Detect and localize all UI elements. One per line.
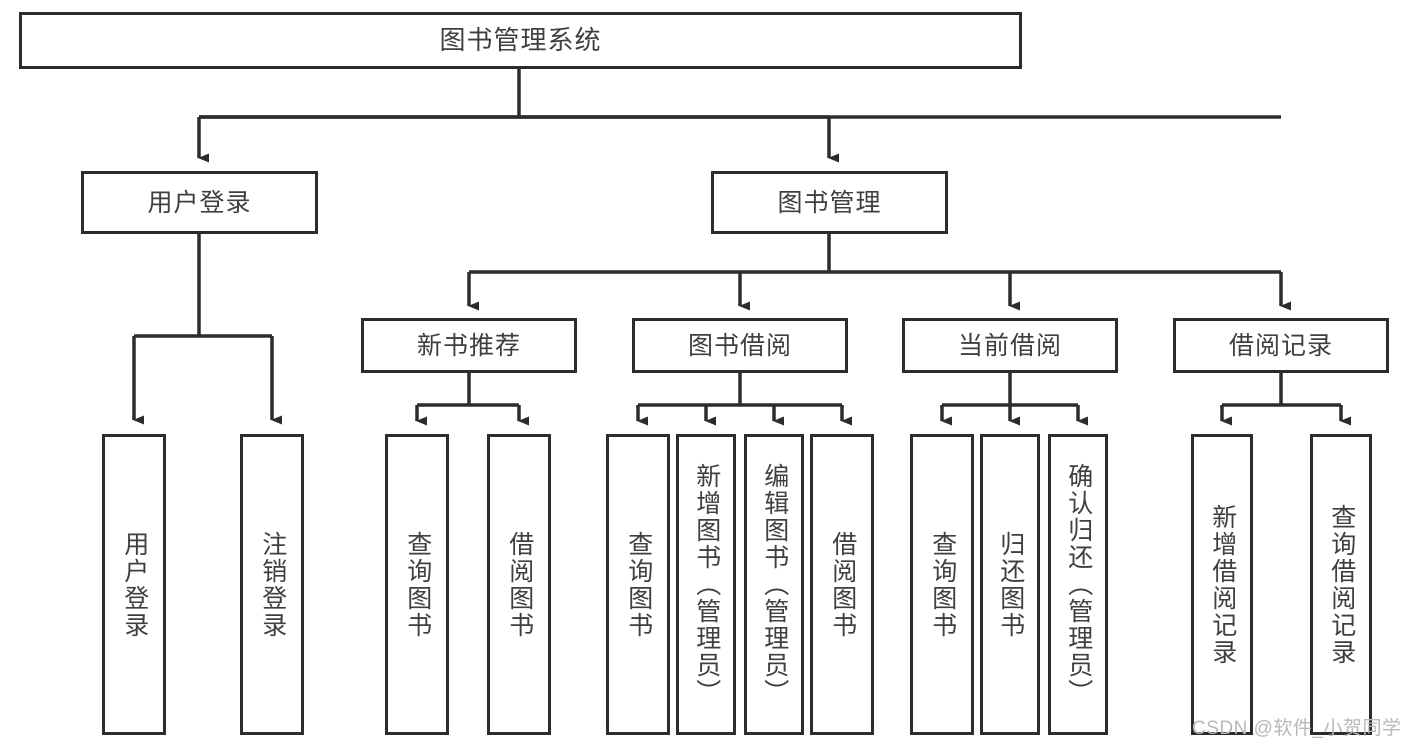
node-user-login-label: 用户登录 [147, 188, 252, 217]
node-leaf-edit-book-admin[interactable]: 编辑图书（管理员） [744, 434, 804, 735]
node-book-management[interactable]: 图书管理 [711, 171, 948, 234]
node-leaf-borrow-book-1-label: 借阅图书 [505, 530, 534, 639]
node-book-borrow-label: 图书借阅 [687, 331, 792, 360]
node-root[interactable]: 图书管理系统 [19, 12, 1022, 69]
node-current-borrow[interactable]: 当前借阅 [902, 318, 1118, 373]
node-leaf-add-borrow-record[interactable]: 新增借阅记录 [1191, 434, 1253, 735]
node-current-borrow-label: 当前借阅 [957, 331, 1062, 360]
node-book-management-label: 图书管理 [777, 188, 882, 217]
node-leaf-query-book-3[interactable]: 查询图书 [910, 434, 974, 735]
node-leaf-query-book-3-label: 查询图书 [928, 530, 957, 639]
node-borrow-record-label: 借阅记录 [1228, 331, 1333, 360]
node-leaf-query-borrow-record[interactable]: 查询借阅记录 [1310, 434, 1372, 735]
node-borrow-record[interactable]: 借阅记录 [1173, 318, 1389, 373]
node-leaf-query-borrow-record-label: 查询借阅记录 [1327, 503, 1356, 666]
node-leaf-query-book-1[interactable]: 查询图书 [385, 434, 449, 735]
node-leaf-confirm-return-admin-label: 确认归还（管理员） [1064, 463, 1093, 706]
node-book-borrow[interactable]: 图书借阅 [632, 318, 848, 373]
node-leaf-query-book-2[interactable]: 查询图书 [606, 434, 670, 735]
node-leaf-return-book[interactable]: 归还图书 [980, 434, 1040, 735]
node-leaf-borrow-book-2[interactable]: 借阅图书 [810, 434, 874, 735]
node-leaf-user-login-label: 用户登录 [120, 530, 149, 639]
node-root-label: 图书管理系统 [439, 24, 602, 55]
node-leaf-return-book-label: 归还图书 [996, 530, 1025, 639]
node-leaf-confirm-return-admin[interactable]: 确认归还（管理员） [1048, 434, 1108, 735]
node-leaf-query-book-1-label: 查询图书 [403, 530, 432, 639]
node-new-book-recommend-label: 新书推荐 [416, 331, 521, 360]
node-leaf-logout-login[interactable]: 注销登录 [240, 434, 304, 735]
node-user-login[interactable]: 用户登录 [81, 171, 318, 234]
node-leaf-query-book-2-label: 查询图书 [624, 530, 653, 639]
node-leaf-logout-login-label: 注销登录 [258, 530, 287, 639]
node-leaf-add-borrow-record-label: 新增借阅记录 [1208, 503, 1237, 666]
node-leaf-borrow-book-1[interactable]: 借阅图书 [487, 434, 551, 735]
node-leaf-edit-book-admin-label: 编辑图书（管理员） [760, 463, 789, 706]
node-leaf-user-login[interactable]: 用户登录 [102, 434, 166, 735]
node-new-book-recommend[interactable]: 新书推荐 [361, 318, 577, 373]
node-leaf-borrow-book-2-label: 借阅图书 [828, 530, 857, 639]
node-leaf-add-book-admin[interactable]: 新增图书（管理员） [676, 434, 736, 735]
node-leaf-add-book-admin-label: 新增图书（管理员） [692, 463, 721, 706]
